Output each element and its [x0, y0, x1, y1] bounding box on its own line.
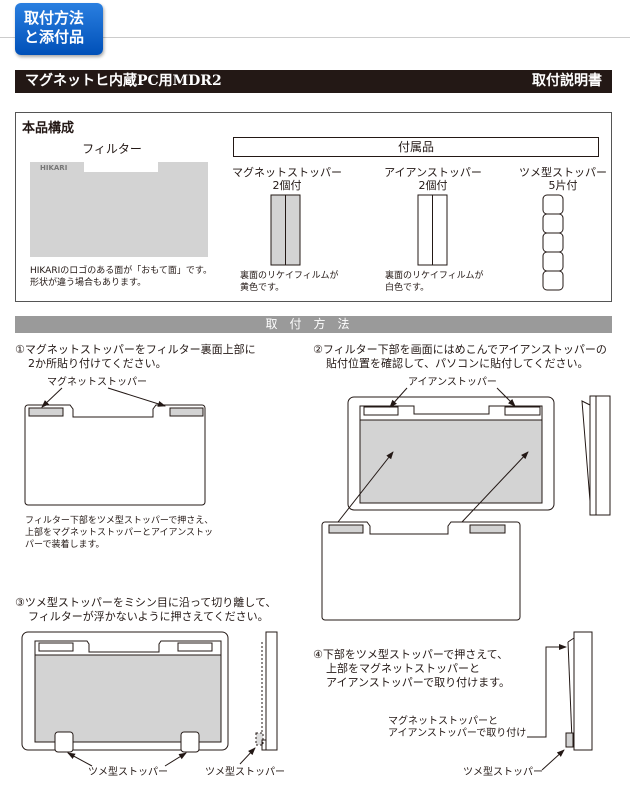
note-line: 白色です。: [385, 283, 430, 293]
divider: [0, 37, 630, 38]
note-line: フィルター下部をツメ型ストッパーで押さえ、: [25, 516, 214, 526]
magnet-note: 裏面のリケイフィルムが黄色です。: [240, 270, 338, 294]
step-line: フィルターが浮かないように押さえてください。: [28, 610, 269, 623]
product-title: マグネットヒ内蔵PC用MDR2: [25, 73, 222, 89]
item-qty: 2個付: [272, 179, 302, 192]
step3-text: ③ツメ型ストッパーをミシン目に沿って切り離して、フィルターが浮かないように押さえ…: [15, 596, 276, 624]
note-line: 裏面のリケイフィルムが: [385, 271, 484, 281]
magnet-stopper-illustration: [270, 194, 301, 266]
badge-line: 取付方法: [24, 9, 85, 27]
howto-heading: 取付方法: [15, 316, 612, 333]
claw-side-label: ツメ型ストッパー: [205, 767, 285, 778]
claw-stopper-illustration: [542, 194, 564, 291]
filter-label: フィルター: [82, 142, 142, 156]
item-name: マグネットストッパー: [232, 166, 342, 179]
item-name: ツメ型ストッパー: [519, 166, 607, 179]
iron-label: アイアンストッパー: [408, 377, 497, 388]
badge-line: と添付品: [24, 28, 85, 46]
step2-filter: [321, 451, 529, 621]
section-badge: 取付方法と添付品: [15, 3, 103, 55]
step2-monitor: [347, 387, 555, 511]
document-title: 取付説明書: [532, 73, 602, 89]
title-bar: マグネットヒ内蔵PC用MDR2 取付説明書: [15, 70, 612, 93]
magnet-label: マグネットストッパー: [47, 377, 147, 388]
step-line: ③ツメ型ストッパーをミシン目に沿って切り離して、: [15, 596, 277, 609]
filter-illustration: [30, 162, 208, 257]
step-line: アイアンストッパーで取り付けます。: [326, 676, 511, 689]
step-line: ①マグネットストッパーをフィルター裏面上部に: [15, 343, 256, 356]
attach-label: マグネットストッパーとアイアンストッパーで取り付け: [388, 716, 526, 740]
label-line: マグネットストッパーと: [388, 716, 498, 727]
step-line: ④下部をツメ型ストッパーで押さえて、: [313, 648, 509, 661]
step-line: 上部をマグネットストッパーと: [326, 662, 480, 675]
claw-label-4: ツメ型ストッパー: [463, 767, 543, 778]
components-heading: 本品構成: [22, 121, 75, 136]
note-line: 黄色です。: [240, 283, 285, 293]
step3-side-view: [239, 631, 278, 765]
step3-monitor: [21, 631, 229, 767]
components-box: [15, 112, 612, 302]
note-line: パーで装着します。: [25, 540, 105, 550]
step1-note: フィルター下部をツメ型ストッパーで押さえ、上部をマグネットストッパーとアイアンス…: [25, 515, 213, 551]
step1-filter: [24, 387, 206, 506]
item-qty: 2個付: [418, 179, 448, 192]
item-qty: 5片付: [548, 179, 578, 192]
step4-side-view: [527, 631, 593, 771]
step2-side-view: [581, 395, 611, 516]
filter-note: HIKARIのロゴのある面が「おもて面」です。: [30, 266, 212, 276]
step4-text: ④下部をツメ型ストッパーで押さえて、上部をマグネットストッパーとアイアンストッパ…: [313, 648, 510, 690]
note-line: 上部をマグネットストッパーとアイアンストッ: [25, 528, 214, 538]
iron-note: 裏面のリケイフィルムが白色です。: [385, 270, 483, 294]
claw-label: ツメ型ストッパー: [88, 767, 168, 778]
step-line: 貼付位置を確認して、パソコンに貼付してください。: [326, 357, 589, 370]
accessories-heading: 付属品: [233, 137, 599, 157]
note-line: 裏面のリケイフィルムが: [240, 271, 339, 281]
step-line: 2か所貼り付けてください。: [28, 357, 167, 370]
label-line: アイアンストッパーで取り付け: [388, 728, 527, 739]
step-line: ②フィルター下部を画面にはめこんでアイアンストッパーの: [313, 343, 607, 356]
iron-stopper-illustration: [417, 194, 448, 266]
item-name: アイアンストッパー: [384, 166, 482, 179]
filter-note: 形状が違う場合もあります。: [30, 278, 147, 288]
hikari-logo: HIKARI: [40, 164, 68, 172]
step2-text: ②フィルター下部を画面にはめこんでアイアンストッパーの貼付位置を確認して、パソコ…: [313, 343, 607, 371]
